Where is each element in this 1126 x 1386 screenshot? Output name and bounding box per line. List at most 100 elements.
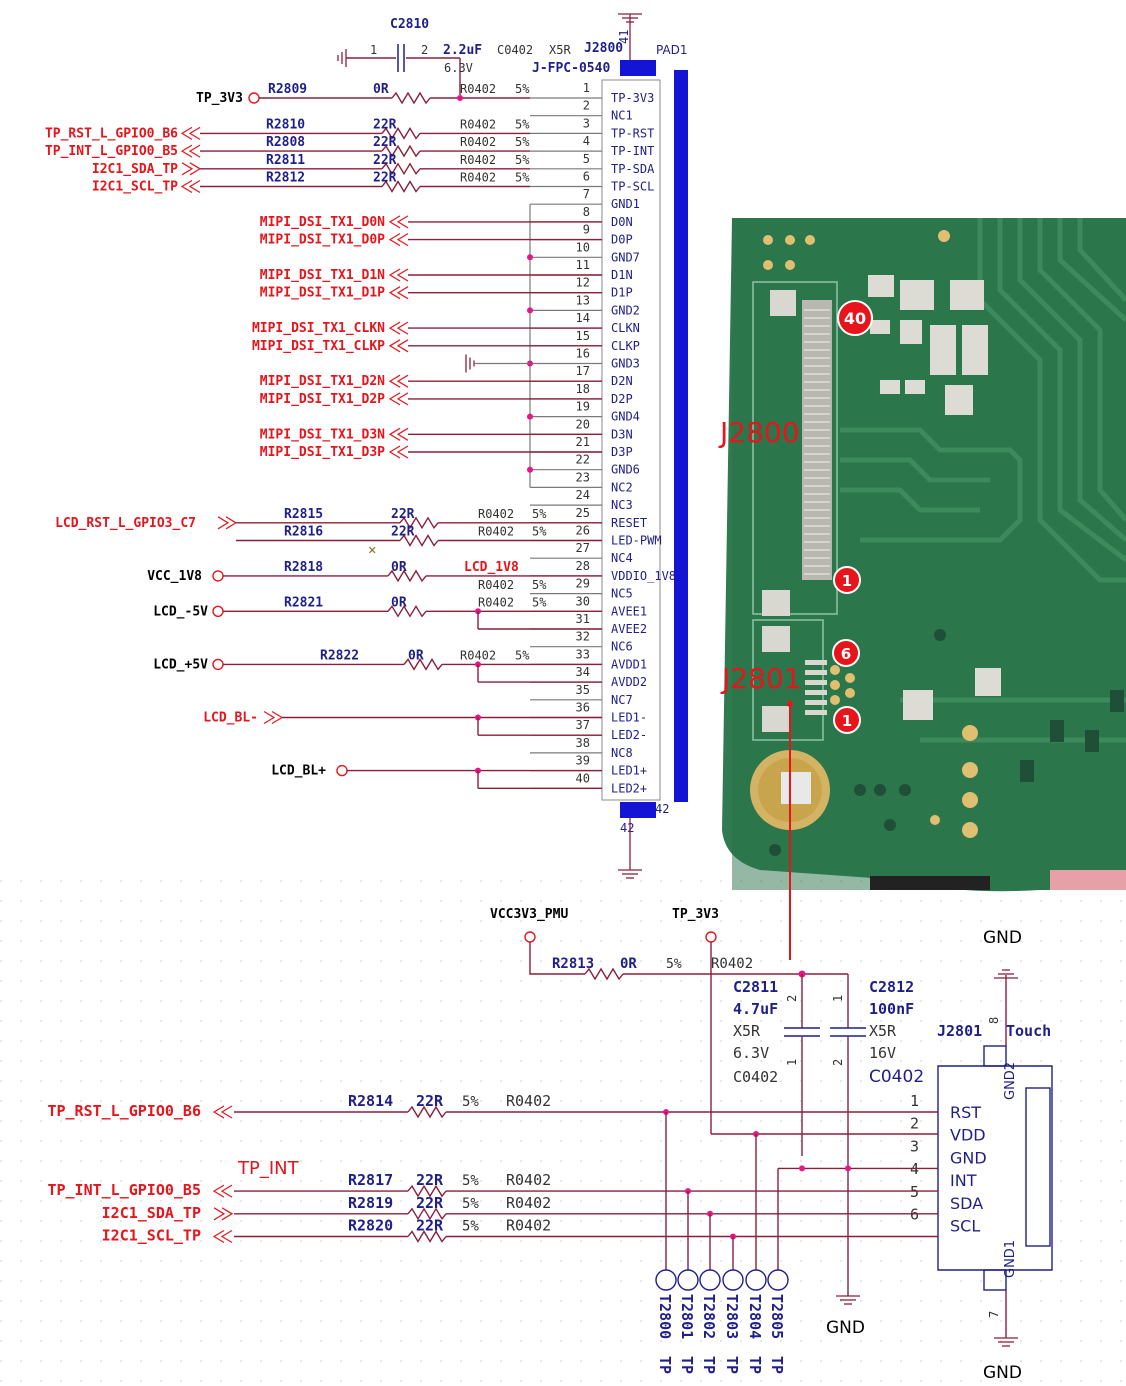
pin-number: 27 (576, 541, 590, 555)
pin-number: 11 (576, 258, 590, 272)
pin-number: 29 (576, 577, 590, 591)
label: 22R (416, 1171, 444, 1189)
pad42-side-label: 42 (655, 802, 669, 816)
label: 5% (462, 1173, 479, 1189)
pin-number: 30 (576, 594, 590, 608)
pin-name-tp-sda: TP-SDA (611, 162, 655, 176)
svg-text:4.7uF: 4.7uF (733, 1000, 778, 1018)
r2816-ref: R2816 (284, 525, 323, 540)
pin-name-led2-: LED2- (611, 728, 647, 742)
gnd-symbol (465, 353, 475, 374)
pin-number: 8 (583, 205, 590, 219)
net-arrow (181, 162, 201, 176)
resistor-pkg: R0402 (460, 171, 496, 185)
j2801-pin-gnd: GND (950, 1148, 987, 1167)
j2800-connector-symbol: 41 PAD1 42 42 J2800 J-FPC-0540 1TP-3V32N… (530, 13, 688, 879)
net-label-bottom: TP_INT_L_GPIO0_B5 (47, 1181, 201, 1199)
pin-number: 7 (583, 187, 590, 201)
mipi-net-label: MIPI_DSI_TX1_CLKN (252, 321, 385, 336)
r2815-ref: R2815 (284, 507, 323, 522)
label: 5% (515, 648, 530, 662)
net-arrow (389, 233, 409, 247)
testpoint-net: TP (746, 1356, 764, 1374)
gnd-label-cap: GND (826, 1318, 865, 1338)
net-arrow (389, 321, 409, 335)
r2821-ref: R2821 (284, 595, 323, 610)
testpoint-ref: T2803 (723, 1294, 741, 1339)
r2809-value: 0R (373, 82, 389, 97)
pad41-label: 41 (617, 30, 631, 44)
label: 0R (391, 595, 407, 610)
net-label: I2C1_SDA_TP (92, 162, 178, 177)
mipi-net-label: MIPI_DSI_TX1_D3P (260, 445, 385, 460)
pin-number: 2 (583, 99, 590, 113)
resistor-ref: R2808 (266, 135, 305, 150)
resistor-tol: 5% (515, 135, 530, 149)
testpoint-net: TP (656, 1356, 674, 1374)
pin-number: 37 (576, 718, 590, 732)
net-arrow (389, 427, 409, 441)
svg-text:1: 1 (370, 43, 377, 57)
junction-dot (845, 1165, 851, 1172)
j2801-pin-scl: SCL (950, 1217, 980, 1236)
r2809-ref: R2809 (268, 82, 307, 97)
pin-number: 21 (576, 435, 590, 449)
net-arrow (389, 374, 409, 388)
svg-text:C0402: C0402 (869, 1067, 924, 1087)
badge-6: 6 (832, 639, 860, 667)
resistor-ref: R2810 (266, 117, 305, 132)
junction-dot (527, 307, 533, 314)
net-lcd-1v8: LCD_1V8 (464, 560, 519, 575)
resistor-ref: R2812 (266, 171, 305, 186)
photo-j2800-label: J2800 (718, 416, 800, 449)
label: 0R (391, 560, 407, 575)
tp3v3-bottom-label: TP_3V3 (672, 907, 719, 922)
tp-int-annotation: TP_INT (237, 1158, 300, 1179)
pin-number: 12 (576, 276, 590, 290)
net-label: I2C1_SCL_TP (92, 180, 178, 195)
j2801-pin-sda: SDA (950, 1194, 983, 1213)
resistor-tol: 5% (515, 171, 530, 185)
pin-name-tp-3v3: TP-3V3 (611, 91, 654, 105)
pin-number: 35 (576, 683, 590, 697)
pad1-label: PAD1 (656, 43, 688, 57)
svg-text:100nF: 100nF (869, 1000, 914, 1018)
pin-number: 22 (576, 453, 590, 467)
testpoint-net: TP (700, 1356, 718, 1374)
label: 22R (391, 507, 415, 522)
junction-dot (527, 466, 533, 473)
pin-number: 32 (576, 630, 590, 644)
svg-text:X5R: X5R (869, 1022, 897, 1040)
net-label: TP_RST_L_GPIO0_B6 (45, 126, 178, 141)
svg-text:7: 7 (987, 1311, 1001, 1318)
label: 5% (532, 507, 547, 521)
pin-number: 19 (576, 400, 590, 414)
badge-1-bottom: 1 (833, 706, 861, 734)
resistor-ref: R2811 (266, 153, 305, 168)
mipi-net-label: MIPI_DSI_TX1_D2P (260, 392, 385, 407)
pin-number: 25 (576, 506, 590, 520)
pin-number: 4 (583, 134, 590, 148)
j2801-pin-vdd: VDD (950, 1126, 986, 1145)
testpoint-net: TP (768, 1356, 786, 1374)
pin-name-led-pwm: LED-PWM (611, 534, 662, 548)
pin-name-clkp: CLKP (611, 339, 640, 353)
svg-text:GND2: GND2 (1003, 1062, 1018, 1100)
label: R0402 (506, 1171, 551, 1189)
label: 0R (408, 648, 424, 663)
svg-text:2: 2 (421, 43, 428, 57)
resistor-ref-bottom: R2820 (348, 1217, 393, 1235)
pin-number: 36 (576, 701, 590, 715)
pin-name-vddio_1v8: VDDIO_1V8 (611, 569, 676, 583)
pin-name-tp-scl: TP-SCL (611, 180, 654, 194)
pin-name-nc5: NC5 (611, 587, 633, 601)
net-arrow (217, 516, 237, 530)
label: R0402 (478, 525, 514, 539)
testpoint-ref: T2801 (678, 1294, 696, 1339)
svg-text:X5R: X5R (733, 1022, 761, 1040)
vcc3v3-pmu-label: VCC3V3_PMU (490, 907, 568, 922)
pin-name-nc1: NC1 (611, 109, 633, 123)
svg-text:6: 6 (841, 645, 851, 663)
j2801-ref: J2801 (937, 1022, 982, 1040)
